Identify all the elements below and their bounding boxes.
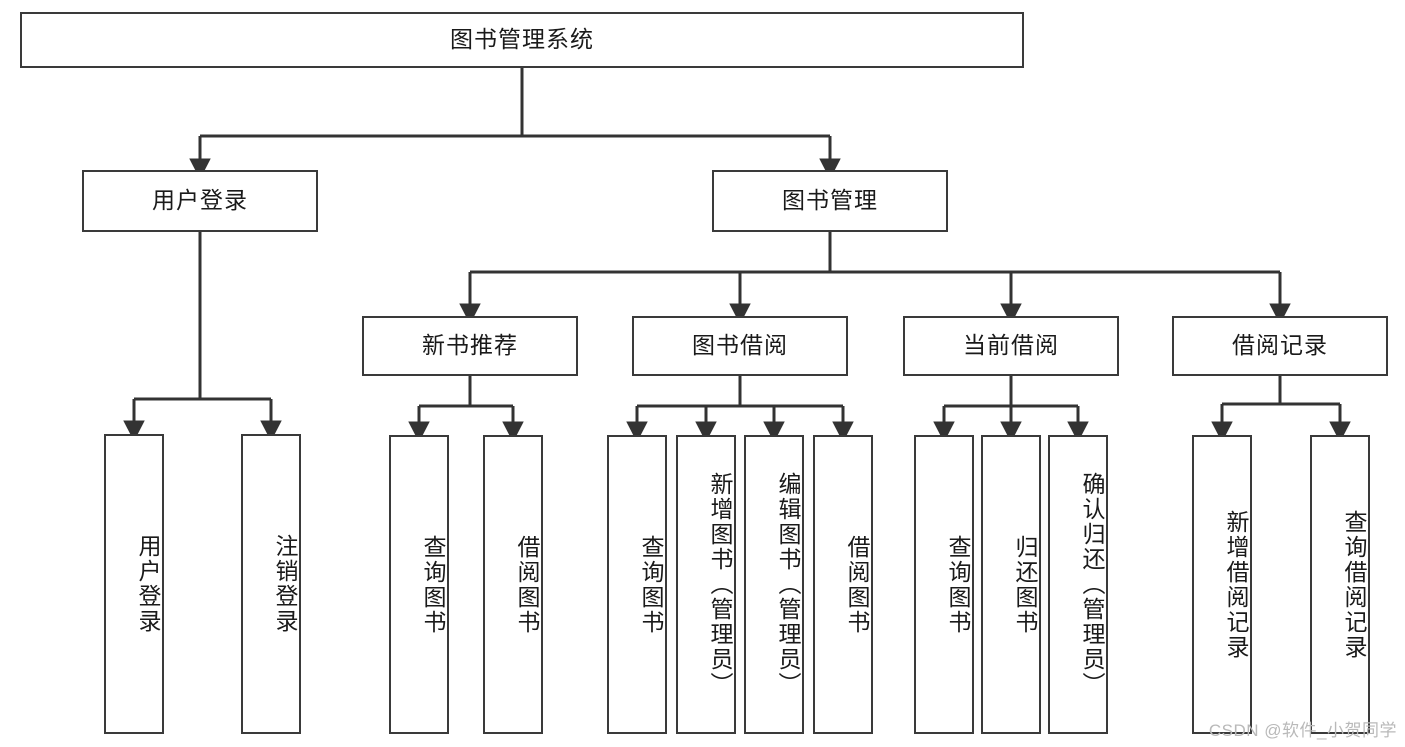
node-leaf-query-book-1-label: 查询图书 bbox=[420, 534, 446, 635]
node-leaf-add-book[interactable]: 新增图书（管理员） bbox=[676, 435, 736, 734]
node-leaf-user-login-label: 用户登录 bbox=[135, 534, 161, 634]
node-leaf-add-record-label: 新增借阅记录 bbox=[1223, 509, 1249, 660]
node-root-system-label: 图书管理系统 bbox=[450, 26, 594, 53]
node-leaf-query-book-1[interactable]: 查询图书 bbox=[389, 435, 449, 734]
node-leaf-confirm-return-label: 确认归还（管理员） bbox=[1079, 472, 1105, 697]
node-new-book-recommend-label: 新书推荐 bbox=[422, 332, 518, 359]
node-leaf-query-record-label: 查询借阅记录 bbox=[1341, 509, 1367, 660]
node-leaf-return-book[interactable]: 归还图书 bbox=[981, 435, 1041, 734]
node-leaf-query-record[interactable]: 查询借阅记录 bbox=[1310, 435, 1370, 734]
node-borrow-record[interactable]: 借阅记录 bbox=[1172, 316, 1388, 376]
node-leaf-add-book-label: 新增图书（管理员） bbox=[707, 472, 733, 697]
node-leaf-borrow-book-1-label: 借阅图书 bbox=[514, 534, 540, 635]
node-borrow-record-label: 借阅记录 bbox=[1232, 332, 1328, 359]
node-leaf-edit-book[interactable]: 编辑图书（管理员） bbox=[744, 435, 804, 734]
node-leaf-logout-login-label: 注销登录 bbox=[272, 534, 298, 634]
node-leaf-borrow-book-2-label: 借阅图书 bbox=[844, 534, 870, 635]
node-current-borrow[interactable]: 当前借阅 bbox=[903, 316, 1119, 376]
node-user-login-label: 用户登录 bbox=[152, 187, 248, 214]
node-leaf-query-book-3-label: 查询图书 bbox=[945, 534, 971, 635]
node-leaf-borrow-book-2[interactable]: 借阅图书 bbox=[813, 435, 873, 734]
node-root-system[interactable]: 图书管理系统 bbox=[20, 12, 1024, 68]
node-leaf-query-book-2-label: 查询图书 bbox=[638, 534, 664, 635]
node-leaf-add-record[interactable]: 新增借阅记录 bbox=[1192, 435, 1252, 734]
node-user-login[interactable]: 用户登录 bbox=[82, 170, 318, 232]
node-book-manage[interactable]: 图书管理 bbox=[712, 170, 948, 232]
node-current-borrow-label: 当前借阅 bbox=[963, 332, 1059, 359]
node-book-borrow-label: 图书借阅 bbox=[692, 332, 788, 359]
node-leaf-edit-book-label: 编辑图书（管理员） bbox=[775, 472, 801, 697]
node-new-book-recommend[interactable]: 新书推荐 bbox=[362, 316, 578, 376]
node-leaf-user-login[interactable]: 用户登录 bbox=[104, 434, 164, 734]
node-leaf-query-book-3[interactable]: 查询图书 bbox=[914, 435, 974, 734]
node-leaf-logout-login[interactable]: 注销登录 bbox=[241, 434, 301, 734]
node-book-manage-label: 图书管理 bbox=[782, 187, 878, 214]
node-book-borrow[interactable]: 图书借阅 bbox=[632, 316, 848, 376]
node-leaf-return-book-label: 归还图书 bbox=[1012, 534, 1038, 635]
node-leaf-confirm-return[interactable]: 确认归还（管理员） bbox=[1048, 435, 1108, 734]
node-leaf-query-book-2[interactable]: 查询图书 bbox=[607, 435, 667, 734]
node-leaf-borrow-book-1[interactable]: 借阅图书 bbox=[483, 435, 543, 734]
